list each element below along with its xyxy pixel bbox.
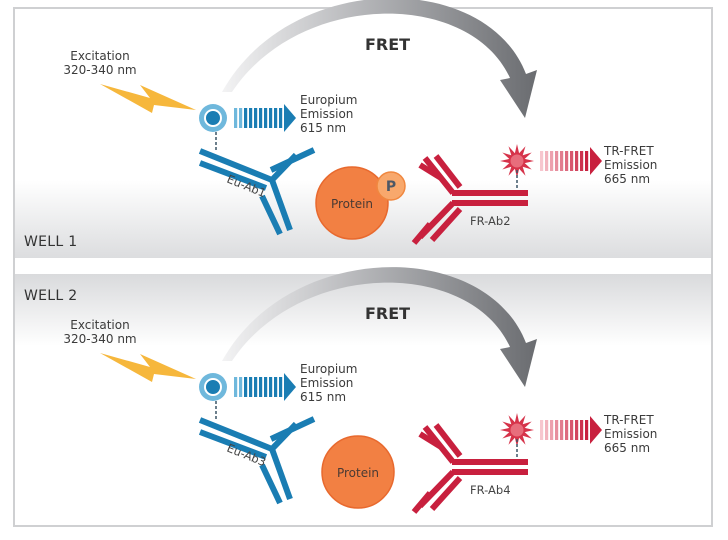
tr-fret-emission-sublabel: Emission xyxy=(604,158,657,172)
fret-arrow-icon xyxy=(222,0,537,118)
acceptor-antibody-icon xyxy=(411,154,528,245)
acceptor-antibody-label: FR-Ab4 xyxy=(470,483,511,497)
excitation-label: Excitation xyxy=(70,318,129,332)
donor-antibody-icon xyxy=(198,147,316,236)
well-2-label: WELL 2 xyxy=(24,288,77,304)
excitation-wavelength: 320-340 nm xyxy=(63,332,136,346)
europium-emission-sublabel: Emission xyxy=(300,107,353,121)
acceptor-antibody-label: FR-Ab2 xyxy=(470,214,511,228)
tr-fret-emission-arrow-icon xyxy=(540,416,602,444)
europium-emission-wavelength: 615 nm xyxy=(300,121,346,135)
tr-fret-emission-wavelength: 665 nm xyxy=(604,172,650,186)
well-divider xyxy=(15,258,711,274)
tr-fret-emission-wavelength: 665 nm xyxy=(604,441,650,455)
lightning-icon xyxy=(100,353,196,382)
acceptor-fluorophore-icon xyxy=(500,144,534,190)
europium-donor-icon xyxy=(199,373,227,419)
europium-emission-label: Europium xyxy=(300,93,357,107)
europium-emission-sublabel: Emission xyxy=(300,376,353,390)
tr-fret-emission-arrow-icon xyxy=(540,147,602,175)
protein-label: Protein xyxy=(331,197,373,211)
europium-emission-wavelength: 615 nm xyxy=(300,390,346,404)
well-1-label: WELL 1 xyxy=(24,234,77,250)
well-2-label-band xyxy=(15,274,711,346)
tr-fret-emission-label: TR-FRET xyxy=(603,413,654,427)
tr-fret-emission-label: TR-FRET xyxy=(603,144,654,158)
protein-label: Protein xyxy=(337,466,379,480)
fret-arrow-icon xyxy=(222,267,537,387)
protein-icon xyxy=(321,435,395,509)
fret-label: FRET xyxy=(365,35,410,54)
europium-emission-arrow-icon xyxy=(234,373,296,401)
fret-label: FRET xyxy=(365,304,410,323)
europium-emission-label: Europium xyxy=(300,362,357,376)
protein-icon xyxy=(315,166,389,240)
europium-emission-arrow-icon xyxy=(234,104,296,132)
donor-antibody-icon xyxy=(198,416,316,505)
lightning-icon xyxy=(100,84,196,113)
phosphate-label: P xyxy=(386,179,396,195)
excitation-wavelength: 320-340 nm xyxy=(63,63,136,77)
phosphate-icon xyxy=(376,171,406,201)
acceptor-fluorophore-icon xyxy=(500,413,534,459)
acceptor-antibody-icon xyxy=(411,423,528,514)
excitation-label: Excitation xyxy=(70,49,129,63)
tr-fret-emission-sublabel: Emission xyxy=(604,427,657,441)
europium-donor-icon xyxy=(199,104,227,150)
